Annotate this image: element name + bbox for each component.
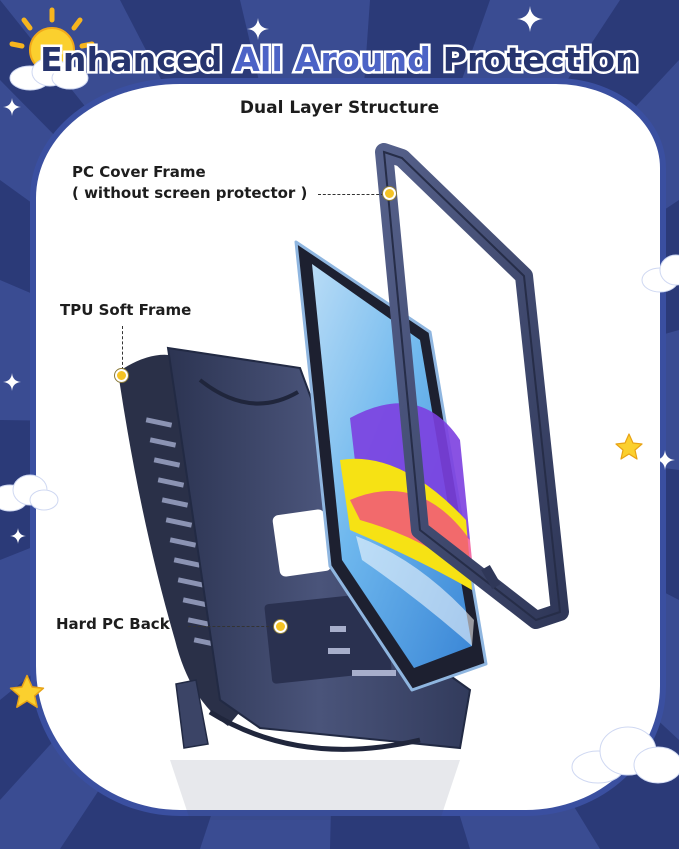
label-hard-pc-back: Hard PC Back bbox=[56, 615, 170, 633]
sparkle-icon bbox=[655, 450, 675, 470]
kickstand bbox=[175, 679, 209, 749]
leader-line-tpu bbox=[122, 326, 123, 370]
label-pc-cover-frame: PC Cover Frame bbox=[72, 163, 206, 181]
callout-dot-hard-pc-back bbox=[274, 620, 287, 633]
headline-part-enhanced: Enhanced bbox=[38, 38, 235, 82]
pc-cover-frame bbox=[375, 143, 569, 629]
sparkle-icon bbox=[517, 6, 543, 32]
label-pc-cover-note: ( without screen protector ) bbox=[72, 184, 308, 202]
headline: Enhanced All Around Protection bbox=[0, 38, 679, 82]
callout-dot-tpu bbox=[115, 369, 128, 382]
cloud-icon bbox=[0, 474, 59, 512]
headline-part-protection: Protection bbox=[431, 38, 641, 82]
sparkle-icon bbox=[3, 373, 21, 391]
tablet bbox=[294, 240, 488, 692]
star-icon bbox=[9, 674, 45, 708]
sparkle-icon bbox=[247, 18, 269, 40]
sparkle-icon bbox=[10, 528, 26, 544]
cloud-icon bbox=[641, 254, 679, 293]
callout-dot-pc-cover bbox=[383, 187, 396, 200]
reflection bbox=[170, 760, 460, 820]
cloud-icon bbox=[571, 726, 679, 784]
sparkle-icon bbox=[3, 98, 21, 116]
leader-line-pc-cover bbox=[318, 194, 384, 195]
sun-icon bbox=[9, 7, 95, 91]
leader-line-hard-pc-back bbox=[188, 626, 274, 627]
headline-part-all-around: All Around bbox=[232, 38, 434, 82]
star-icon bbox=[615, 433, 643, 460]
subtitle: Dual Layer Structure bbox=[239, 98, 440, 118]
label-tpu-soft-frame: TPU Soft Frame bbox=[60, 301, 192, 319]
